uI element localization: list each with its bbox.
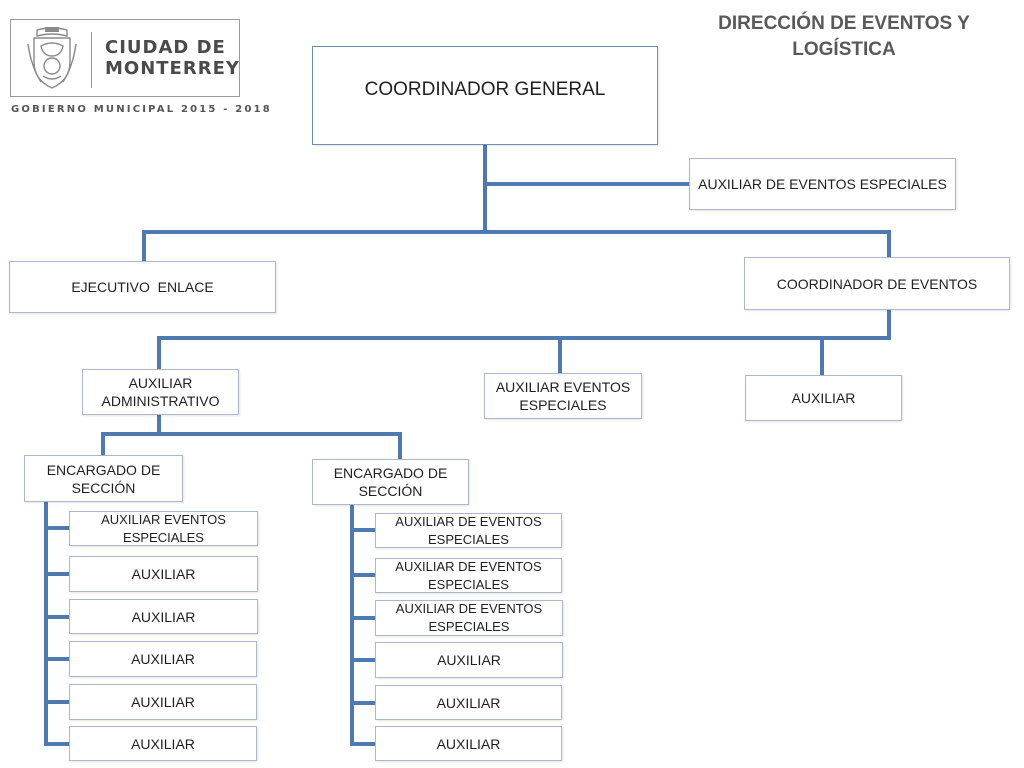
node-label: AUXILIAR	[436, 694, 501, 711]
node-encargado-seccion-b: ENCARGADO DE SECCIÓN	[312, 459, 469, 505]
node-label-line2: ESPECIALES	[519, 397, 607, 413]
section-a-staff-item: AUXILIAR EVENTOS ESPECIALES	[69, 511, 258, 546]
logo-city-line1: CIUDAD DE	[105, 37, 226, 58]
logo-government-caption: GOBIERNO MUNICIPAL 2015 - 2018	[11, 104, 272, 115]
node-label-line1: AUXILIAR DE EVENTOS	[395, 558, 542, 574]
node-label-line2: SECCIÓN	[71, 479, 136, 496]
node-auxiliar-administrativo: AUXILIAR ADMINISTRATIVO	[82, 369, 239, 415]
node-label: COORDINADOR GENERAL	[364, 79, 606, 100]
node-label-line1: ENCARGADO DE	[333, 465, 448, 481]
section-a-staff-item: AUXILIAR	[69, 726, 257, 761]
coat-of-arms-icon	[27, 27, 77, 89]
node-label: AUXILIAR DE EVENTOS ESPECIALES	[698, 176, 947, 192]
node-encargado-seccion-a: ENCARGADO DE SECCIÓN	[24, 455, 183, 502]
city-logo: CIUDAD DE MONTERREY	[10, 19, 240, 97]
node-label: AUXILIAR	[436, 735, 501, 752]
node-label-line2: ESPECIALES	[428, 576, 509, 592]
node-label-line1: AUXILIAR DE EVENTOS	[395, 513, 542, 529]
node-label: AUXILIAR	[131, 608, 196, 625]
node-label: AUXILIAR	[437, 652, 501, 668]
section-b-staff-item: AUXILIAR	[375, 642, 563, 678]
node-label: EJECUTIVO ENLACE	[71, 279, 214, 295]
section-b-staff-item: AUXILIAR	[375, 685, 562, 720]
node-label: COORDINADOR DE EVENTOS	[776, 275, 978, 292]
node-auxiliar-eventos-especiales: AUXILIAR EVENTOS ESPECIALES	[484, 373, 642, 419]
logo-city-line2: MONTERREY	[105, 58, 240, 79]
node-label-line2: ESPECIALES	[123, 529, 204, 545]
section-b-staff-item: AUXILIAR	[375, 726, 562, 761]
node-label: AUXILIAR	[791, 390, 856, 406]
node-label: AUXILIAR	[131, 651, 195, 667]
section-b-staff-item: AUXILIAR DE EVENTOS ESPECIALES	[375, 513, 562, 548]
node-label-line1: AUXILIAR	[128, 375, 193, 391]
node-label: AUXILIAR	[131, 566, 196, 582]
section-a-staff-item: AUXILIAR	[69, 684, 257, 720]
node-label-line2: ESPECIALES	[428, 531, 509, 547]
section-b-staff-item: AUXILIAR DE EVENTOS ESPECIALES	[375, 600, 563, 636]
logo-divider	[91, 32, 92, 88]
node-label: AUXILIAR	[131, 735, 195, 752]
page-title: DIRECCIÓN DE EVENTOS Y LOGÍSTICA	[718, 13, 970, 60]
node-label-line1: AUXILIAR EVENTOS	[495, 379, 631, 395]
logo-city-name: CIUDAD DE MONTERREY	[105, 37, 240, 79]
node-label-line1: AUXILIAR DE EVENTOS	[395, 601, 543, 616]
node-auxiliar-eventos-especiales-root: AUXILIAR DE EVENTOS ESPECIALES	[689, 158, 956, 210]
node-label-line2: ESPECIALES	[428, 619, 510, 634]
node-auxiliar: AUXILIAR	[745, 375, 902, 421]
node-label-line1: ENCARGADO DE	[46, 461, 161, 478]
node-ejecutivo-enlace: EJECUTIVO ENLACE	[9, 261, 276, 313]
section-b-staff-item: AUXILIAR DE EVENTOS ESPECIALES	[375, 558, 562, 593]
section-a-staff-item: AUXILIAR	[69, 641, 257, 677]
node-label-line2: SECCIÓN	[358, 483, 423, 499]
node-coordinador-eventos: COORDINADOR DE EVENTOS	[744, 257, 1010, 310]
section-a-staff-item: AUXILIAR	[69, 599, 258, 634]
node-label-line1: AUXILIAR EVENTOS	[101, 511, 226, 527]
node-label: AUXILIAR	[131, 694, 195, 710]
section-a-staff-item: AUXILIAR	[69, 556, 258, 592]
node-label-line2: ADMINISTRATIVO	[101, 393, 220, 409]
node-coordinador-general: COORDINADOR GENERAL	[312, 46, 658, 145]
